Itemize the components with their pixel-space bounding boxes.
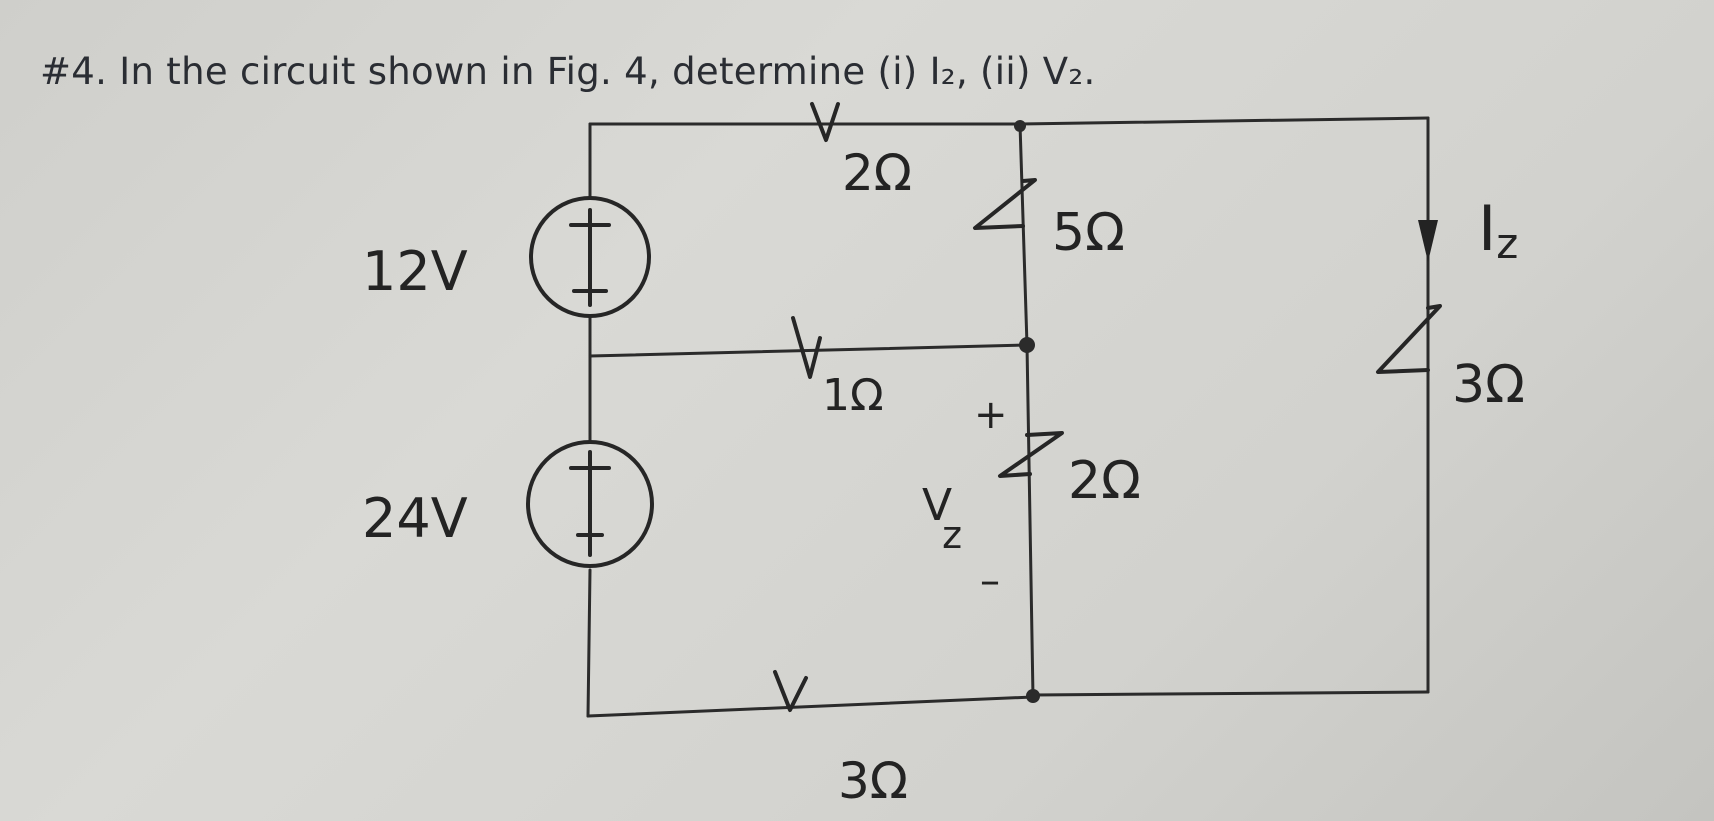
wire-center-vertical-bottom (1025, 343, 1035, 699)
resistor-mark-right (1376, 304, 1442, 374)
voltage-source-12v (529, 196, 651, 318)
label-r-lower-mid: 2Ω (1068, 451, 1141, 511)
resistor-mark-bottom (773, 670, 808, 712)
junction-top (1014, 120, 1026, 132)
wire-left-bottom (586, 568, 592, 718)
label-r-right: 3Ω (1452, 355, 1525, 415)
wire-bottom-left (586, 695, 1035, 718)
label-r-upper-mid: 5Ω (1052, 203, 1125, 263)
resistor-mark-upper-mid (973, 178, 1037, 230)
label-minus: – (980, 558, 1000, 604)
current-arrow-icon (1418, 220, 1438, 262)
label-12v: 12V (362, 240, 468, 303)
wire-top-right (1018, 116, 1430, 126)
resistor-mark-lower-mid (998, 431, 1064, 478)
resistor-mark-middle (791, 316, 822, 379)
label-current: Iz (1478, 192, 1518, 268)
label-24v: 24V (362, 487, 468, 550)
resistor-mark-top (810, 102, 840, 142)
circuit-wires (586, 116, 1430, 718)
wire-bottom-right (1031, 690, 1430, 697)
wire-center-vertical-top (1018, 122, 1029, 347)
label-r-top: 2Ω (842, 144, 912, 202)
wire-middle-branch (588, 343, 1029, 358)
junction-middle (1019, 337, 1035, 353)
label-r-middle: 1Ω (822, 370, 884, 421)
voltage-source-24v (526, 440, 654, 568)
label-r-bottom: 3Ω (838, 752, 908, 810)
junction-bottom (1026, 689, 1040, 703)
label-plus: + (974, 392, 1008, 438)
problem-statement: #4. In the circuit shown in Fig. 4, dete… (40, 50, 1096, 93)
